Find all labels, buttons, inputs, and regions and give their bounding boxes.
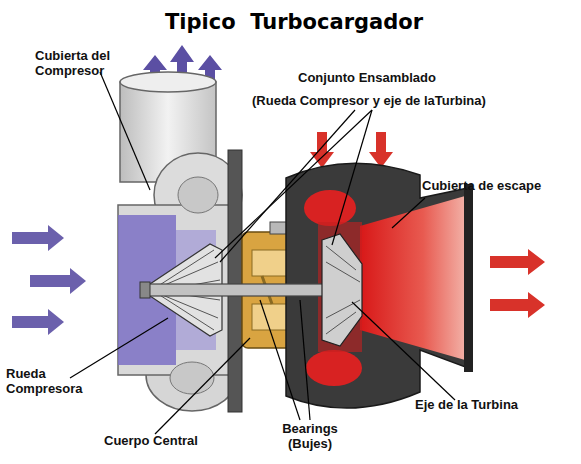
turbine-wheel (322, 234, 362, 346)
part-label: Cubierta del Compresor (35, 48, 135, 78)
part-label: Conjunto Ensamblado (298, 70, 498, 85)
shaft-nut (140, 282, 150, 298)
part-label: Cuerpo Central (104, 433, 244, 448)
shaft (146, 284, 342, 296)
part-label: Bearings (Bujes) (270, 421, 350, 451)
part-label: Eje de la Turbina (415, 397, 565, 412)
air-in-arrows (12, 225, 86, 335)
exhaust-out-arrows (490, 249, 545, 318)
diagram-title: Tipico Turbocargador (165, 10, 423, 34)
compressor-housing (118, 72, 242, 412)
leader-lines (70, 72, 455, 434)
part-label: Rueda Compresora (6, 366, 96, 396)
part-label: Cubierta de escape (422, 178, 572, 193)
part-label: (Rueda Compresor y eje de laTurbina) (252, 93, 552, 108)
